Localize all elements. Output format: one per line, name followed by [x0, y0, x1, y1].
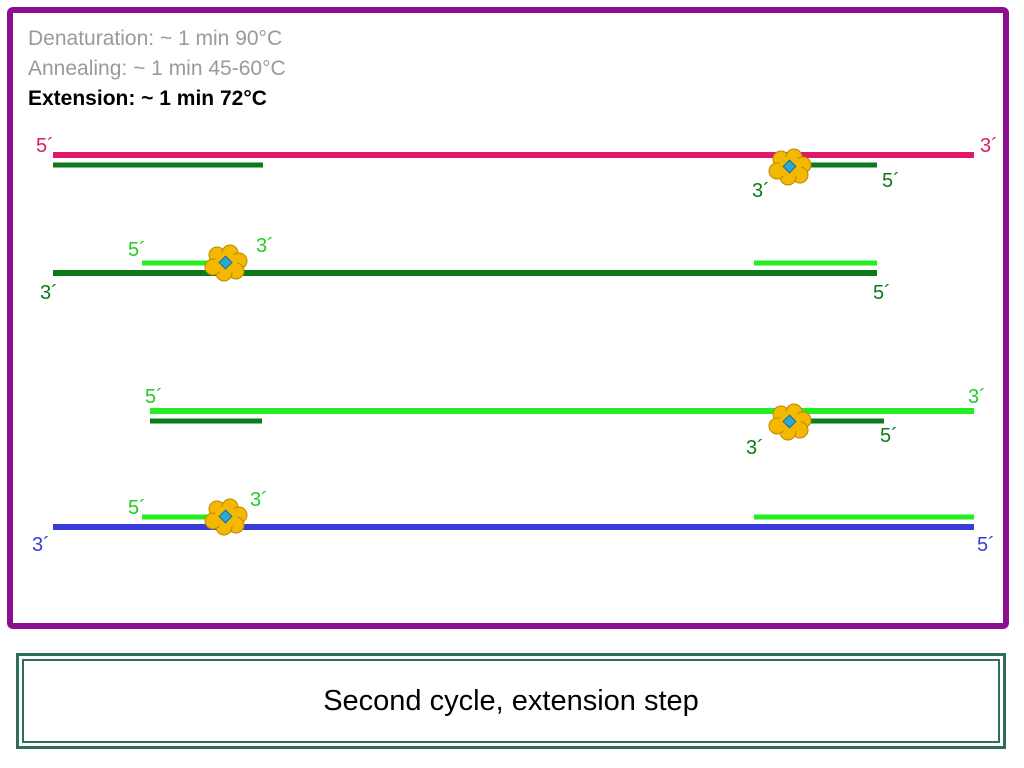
- diagram-frame: [7, 7, 1009, 629]
- pcr-diagram: 5´ 3´ 3´ 5´ 5´ 3´ 3´ 5´ 5´ 3´ 3´ 5´ 5´ 3…: [32, 135, 998, 556]
- molecule-3: 5´ 3´ 3´ 5´: [145, 386, 986, 459]
- label-3prime: 3´: [980, 135, 998, 157]
- pcr-steps: Denaturation: ~ 1 min 90°C Annealing: ~ …: [28, 24, 286, 114]
- label-5prime: 5´: [128, 239, 146, 261]
- label-3prime: 3´: [746, 437, 764, 459]
- label-5prime: 5´: [145, 386, 163, 408]
- label-5prime: 5´: [880, 425, 898, 447]
- label-5prime: 5´: [977, 534, 995, 556]
- step-extension: Extension: ~ 1 min 72°C: [28, 87, 267, 110]
- label-3prime: 3´: [250, 489, 268, 511]
- caption-box: Second cycle, extension step: [16, 653, 1006, 749]
- label-5prime: 5´: [882, 170, 900, 192]
- label-3prime: 3´: [752, 180, 770, 202]
- label-3prime: 3´: [32, 534, 50, 556]
- step-annealing: Annealing: ~ 1 min 45-60°C: [28, 57, 286, 80]
- label-5prime: 5´: [128, 497, 146, 519]
- molecule-1: 5´ 3´ 3´ 5´: [36, 135, 998, 202]
- label-3prime: 3´: [40, 282, 58, 304]
- caption-inner: Second cycle, extension step: [22, 659, 1000, 743]
- caption-text: Second cycle, extension step: [323, 684, 699, 717]
- molecule-4: 5´ 3´ 3´ 5´: [32, 489, 995, 556]
- molecule-2: 5´ 3´ 3´ 5´: [40, 235, 891, 304]
- label-5prime: 5´: [36, 135, 54, 157]
- label-3prime: 3´: [256, 235, 274, 257]
- label-5prime: 5´: [873, 282, 891, 304]
- step-denaturation: Denaturation: ~ 1 min 90°C: [28, 27, 283, 50]
- label-3prime: 3´: [968, 386, 986, 408]
